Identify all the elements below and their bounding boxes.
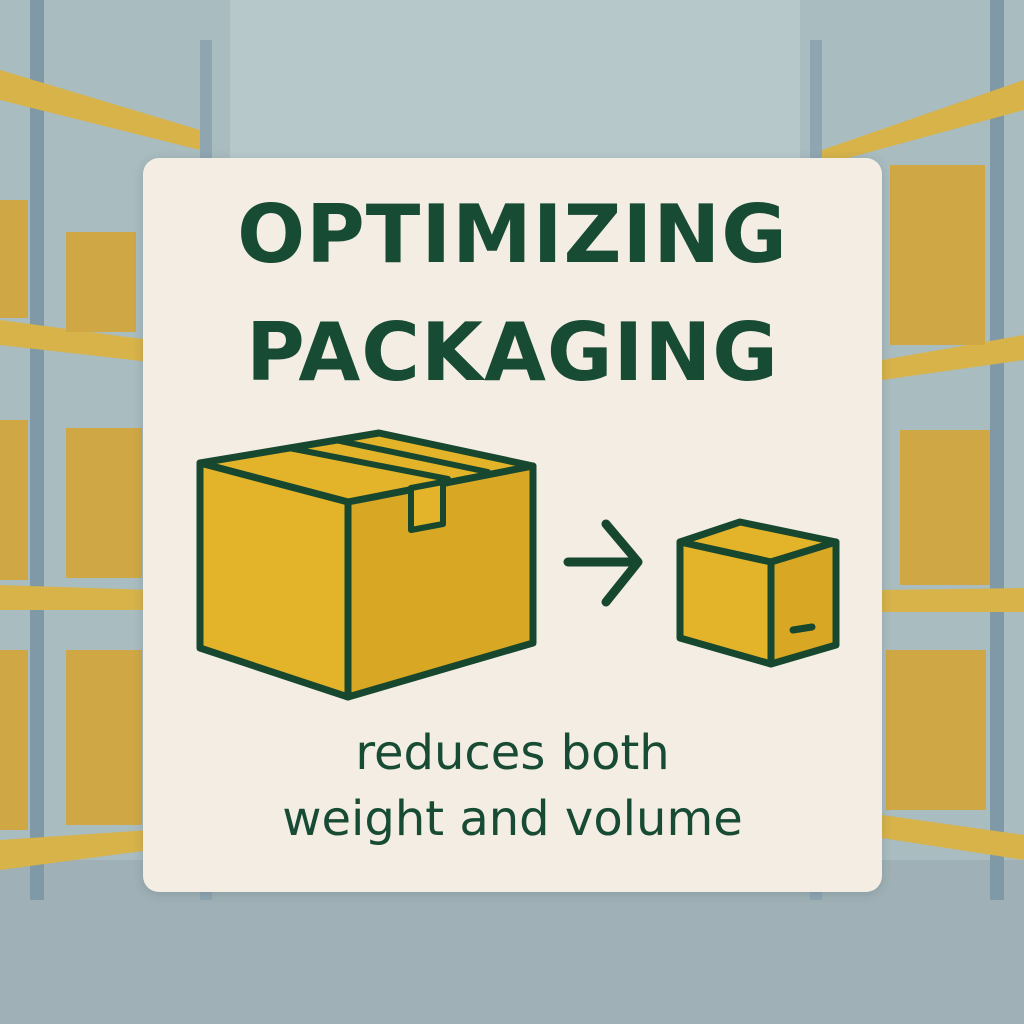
- packaging-illustration: [196, 429, 840, 701]
- title-line-1: OPTIMIZING: [237, 188, 788, 281]
- subtitle-line-2: weight and volume: [282, 791, 743, 847]
- large-box-icon: [196, 429, 537, 701]
- title-line-2: PACKAGING: [246, 306, 779, 399]
- subtitle-line-1: reduces both: [355, 725, 670, 781]
- small-box-icon: [676, 518, 840, 668]
- arrow-right-icon: [563, 519, 643, 607]
- info-card: OPTIMIZING PACKAGING reduces both weight…: [143, 158, 882, 892]
